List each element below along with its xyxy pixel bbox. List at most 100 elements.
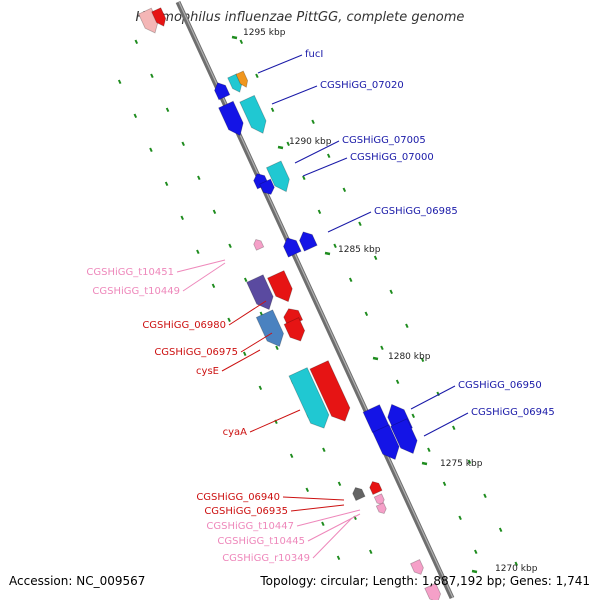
- tick-mark: [326, 153, 331, 159]
- gene-label: CGSHiGG_06940: [196, 492, 280, 503]
- tick-mark: [196, 249, 200, 255]
- gene-label-leader: [282, 496, 345, 501]
- tick-mark: [358, 221, 362, 227]
- scale-label: 1270 kbp: [495, 564, 538, 574]
- tick-mark: [427, 447, 431, 453]
- gene-label-leader: [228, 300, 267, 326]
- genome-backbone-highlight: [178, 1, 454, 599]
- tick-mark: [243, 277, 248, 283]
- tick-mark: [117, 79, 122, 85]
- gene-label: CGSHiGG_t10449: [92, 286, 180, 297]
- gene-arrow: [373, 493, 385, 506]
- tick-mark: [498, 527, 503, 533]
- gene-label: CGSHiGG_t10447: [206, 521, 294, 532]
- tick-mark: [289, 453, 294, 459]
- tick-mark: [333, 243, 337, 249]
- gene-arrow: [309, 360, 351, 422]
- gene-label: CGSHiGG_06980: [142, 320, 226, 331]
- gene-arrow: [299, 231, 318, 252]
- scale-tick: [324, 251, 331, 256]
- tick-mark: [258, 385, 263, 391]
- gene-label: CGSHiGG_r10349: [222, 553, 310, 564]
- gene-arrow: [288, 367, 330, 429]
- gene-arrow: [352, 487, 366, 502]
- tick-mark: [242, 351, 247, 357]
- tick-mark: [364, 311, 369, 317]
- gene-label: cysE: [196, 366, 219, 377]
- scale-label: 1295 kbp: [243, 28, 286, 38]
- gene-arrow: [255, 309, 284, 347]
- tick-mark: [211, 283, 216, 289]
- gene-label: CGSHiGG_t10445: [217, 536, 305, 547]
- tick-mark: [389, 289, 393, 295]
- tick-mark: [411, 413, 415, 419]
- tick-mark: [395, 379, 400, 385]
- gene-arrow: [253, 238, 265, 251]
- gene-label-leader: [271, 85, 318, 105]
- gene-label-leader: [182, 262, 226, 292]
- tick-mark: [405, 323, 409, 329]
- gene-arrow: [369, 481, 383, 496]
- gene-label-leader: [296, 509, 361, 527]
- gene-label-leader: [302, 157, 348, 177]
- tick-mark: [458, 515, 462, 521]
- topology-text: Topology: circular; Length: 1,887,192 bp…: [260, 574, 590, 588]
- tick-mark: [321, 521, 325, 527]
- gene-label-leader: [312, 517, 353, 559]
- gene-label-leader: [410, 385, 456, 410]
- gene-label: CGSHiGG_06950: [458, 380, 542, 391]
- gene-arrow: [424, 582, 442, 600]
- tick-mark: [228, 243, 232, 249]
- gene-label-leader: [257, 54, 303, 74]
- tick-mark: [483, 493, 487, 499]
- tick-mark: [380, 345, 384, 351]
- tick-mark: [305, 487, 310, 493]
- gene-label-leader: [423, 412, 469, 437]
- gene-label: CGSHiGG_07000: [350, 152, 434, 163]
- gene-label: cyaA: [223, 427, 248, 438]
- tick-mark: [442, 481, 447, 487]
- scale-label: 1275 kbp: [440, 459, 483, 469]
- accession-text: Accession: NC_009567: [9, 574, 146, 588]
- tick-mark: [311, 119, 315, 125]
- tick-mark: [133, 113, 138, 119]
- gene-label: CGSHiGG_06945: [471, 407, 555, 418]
- tick-mark: [134, 39, 139, 45]
- scale-tick: [231, 35, 238, 40]
- gene-label: fucI: [305, 49, 323, 60]
- tick-mark: [270, 107, 275, 113]
- scale-label: 1280 kbp: [388, 352, 431, 362]
- tick-mark: [286, 141, 290, 147]
- gene-label: CGSHiGG_06985: [374, 206, 458, 217]
- tick-mark: [150, 73, 154, 79]
- tick-mark: [255, 73, 259, 79]
- scale-tick: [471, 569, 478, 574]
- gene-arrow: [246, 274, 274, 310]
- tick-mark: [275, 345, 279, 351]
- gene-arrow: [283, 317, 306, 342]
- scale-label: 1290 kbp: [289, 137, 332, 147]
- tick-mark: [302, 175, 306, 181]
- tick-mark: [149, 147, 153, 153]
- tick-mark: [420, 357, 425, 363]
- gene-arrow: [265, 160, 290, 193]
- tick-mark: [369, 549, 373, 555]
- tick-mark: [212, 209, 217, 215]
- tick-mark: [317, 209, 322, 215]
- gene-arrow: [259, 178, 275, 195]
- gene-label-leader: [327, 211, 372, 233]
- gene-arrow: [214, 82, 231, 101]
- gene-arrow: [410, 559, 424, 575]
- tick-mark: [348, 277, 353, 283]
- gene-arrow: [235, 70, 249, 88]
- gene-arrow: [239, 94, 267, 134]
- tick-mark: [164, 181, 169, 187]
- tick-mark: [197, 175, 201, 181]
- gene-label-leader: [249, 409, 301, 433]
- gene-label: CGSHiGG_t10451: [86, 267, 174, 278]
- gene-arrow: [372, 424, 400, 460]
- gene-label: CGSHiGG_07005: [342, 135, 426, 146]
- gene-label: CGSHiGG_06975: [154, 347, 238, 358]
- gene-arrow: [375, 502, 387, 515]
